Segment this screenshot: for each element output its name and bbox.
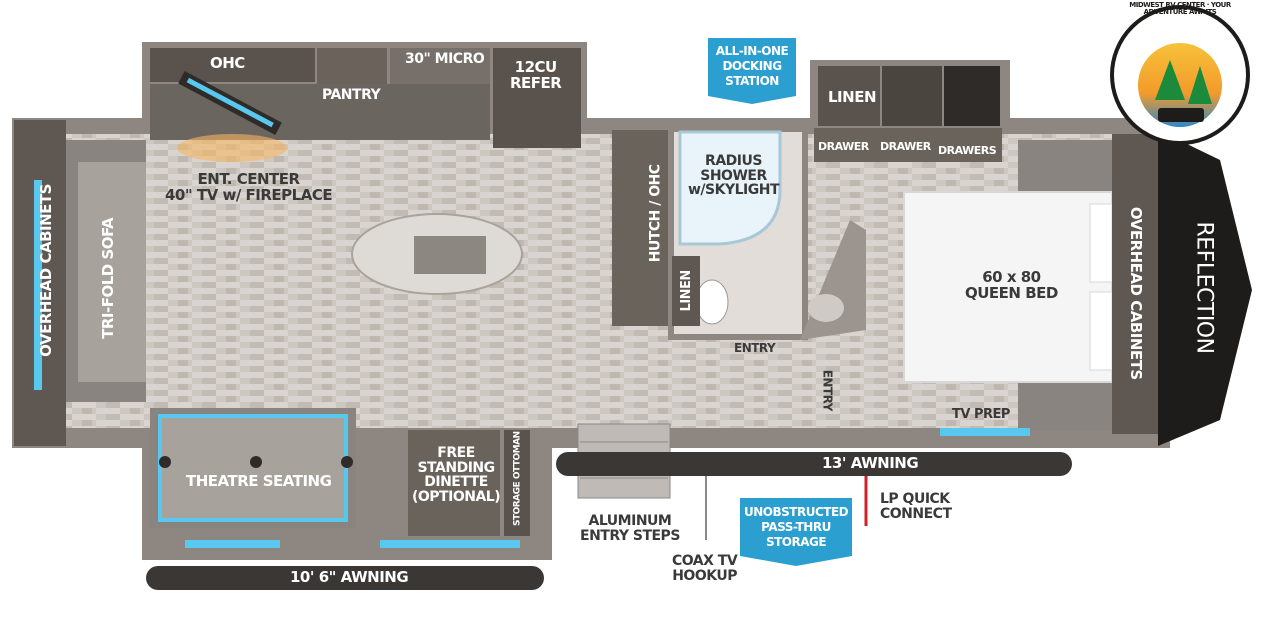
pillow-2 (1089, 291, 1113, 371)
linen-cabinet (818, 66, 880, 126)
sofa-cushion (78, 162, 146, 382)
island-sink (414, 236, 486, 274)
bath-linen-label: LINEN (679, 270, 695, 312)
toilet (695, 279, 729, 325)
bath-linen (672, 256, 700, 326)
sofa-label: TRI-FOLD SOFA (99, 217, 118, 339)
awning-right-bar (556, 452, 1072, 476)
linen-bed-label: LINEN (828, 88, 877, 106)
theatre-cushion (158, 414, 348, 522)
radius-shower (678, 130, 782, 246)
front-window (34, 180, 42, 390)
ohc-cabinet (150, 48, 315, 82)
tv-screen-glow (186, 77, 274, 128)
awning-right-label: 13' AWNING (822, 454, 919, 472)
tv-prep-label: TV PREP (952, 407, 1010, 422)
hutch-cabinet (612, 130, 670, 326)
fireplace-glow (177, 134, 287, 162)
dinette-window (380, 540, 520, 548)
hutch-label: HUTCH / OHC (647, 164, 664, 263)
logo-rv (1158, 108, 1204, 122)
theatre-window (185, 540, 280, 548)
awning-left-bar (146, 566, 544, 590)
drawers-label: DRAWERS (938, 144, 997, 157)
cupholder-3 (341, 456, 353, 468)
queen-bed (903, 191, 1113, 383)
vanity-bowl (808, 294, 844, 322)
brand-label: REFLECTION (1191, 221, 1217, 354)
ohc-label: OHC (210, 54, 245, 72)
ottoman-label: STORAGE OTTOMAN (512, 431, 523, 527)
drawer-row (814, 128, 1002, 162)
pass-thru-callout-box (740, 498, 852, 566)
closet-shelves (882, 66, 942, 126)
rear-cabinets-label: OVERHEAD CABINETS (1126, 206, 1145, 380)
tv-prep-window (940, 428, 1030, 436)
cupholder-1 (159, 456, 171, 468)
dinette-table (408, 430, 500, 536)
pillow-1 (1089, 203, 1113, 283)
refer-unit (493, 48, 581, 148)
entry-bath-label: ENTRY (734, 341, 776, 355)
drawer-1-label: DRAWER (818, 140, 869, 153)
micro-label: 30" MICRO (405, 51, 485, 67)
awning-left-label: 10' 6" AWNING (290, 568, 409, 586)
storage-ottoman (504, 430, 530, 536)
logo-tree-2 (1188, 66, 1212, 104)
rear-cabinets (1112, 134, 1158, 434)
front-cap (1158, 130, 1252, 446)
logo-tree-1 (1155, 60, 1185, 100)
logo-sunset (1138, 43, 1222, 127)
front-cabinets-label: OVERHEAD CABINETS (37, 184, 56, 357)
theatre-label: THEATRE SEATING (186, 472, 332, 490)
cupholder-2 (250, 456, 262, 468)
logo-text: MIDWEST RV CENTER · YOUR ADVENTURE AWAIT… (1129, 1, 1231, 17)
closet-dark (944, 66, 1000, 126)
docking-callout-box (708, 38, 796, 104)
pantry-label: PANTRY (322, 87, 381, 103)
entry-bed-label: ENTRY (820, 369, 835, 411)
drawer-2-label: DRAWER (880, 140, 931, 153)
